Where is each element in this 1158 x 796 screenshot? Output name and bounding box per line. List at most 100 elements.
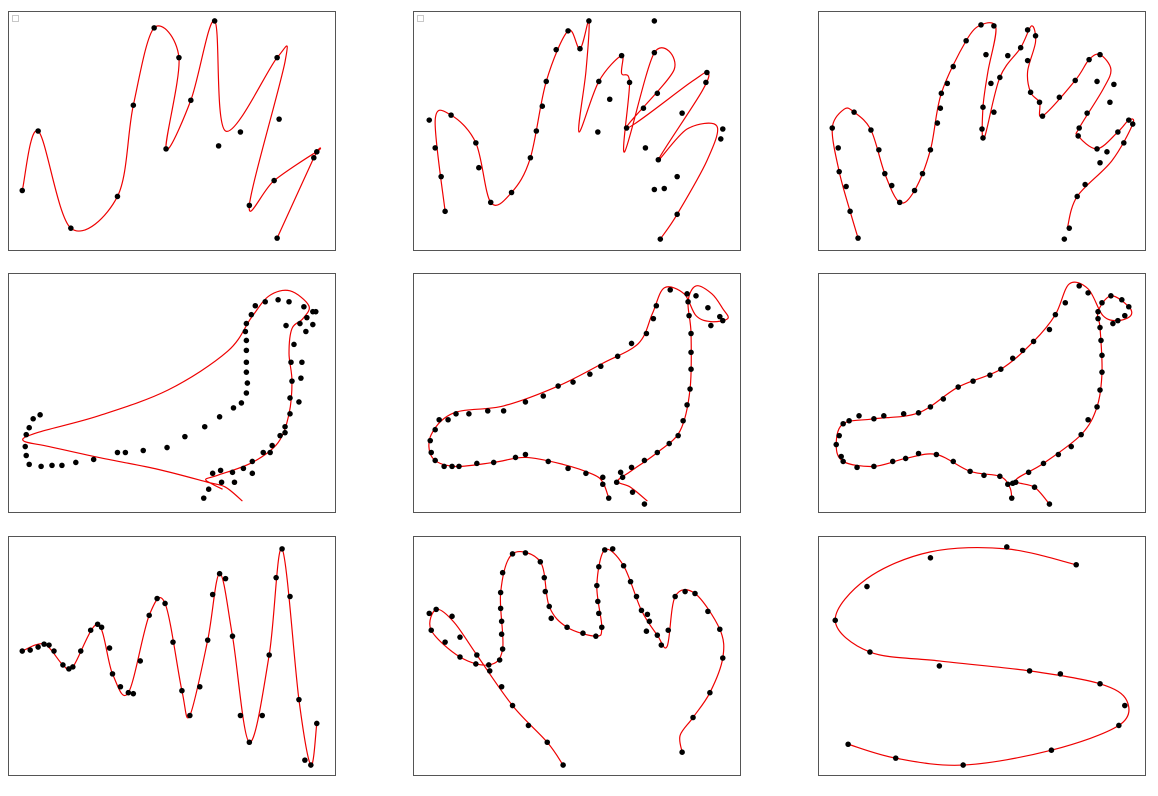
data-point-50 [240,465,247,472]
data-point-21 [717,313,723,320]
data-point-53 [522,451,529,458]
data-point-10 [211,18,218,24]
data-point-30 [704,69,710,76]
data-point-4 [23,431,30,438]
data-point-40 [1072,77,1078,84]
data-point-19 [595,129,601,135]
data-point-46 [846,417,852,424]
data-point-50 [474,460,480,467]
data-point-57 [600,474,606,481]
data-point-16 [577,45,583,52]
data-point-56 [218,479,225,486]
data-point-37 [304,314,310,321]
data-point-37 [657,236,664,242]
panel-1-hand-sparse [8,11,336,251]
data-point-26 [980,104,986,110]
data-point-5 [46,642,52,648]
data-point-53 [1121,140,1127,146]
data-point-29 [546,603,553,610]
data-point-31 [1046,326,1053,333]
data-point-23 [1125,303,1132,310]
data-point-46 [1084,110,1090,116]
data-point-23 [708,322,714,329]
data-point-57 [679,749,685,755]
data-point-65 [310,321,316,328]
data-point-12 [896,199,903,206]
data-point-40 [302,757,308,763]
data-point-2 [847,208,853,215]
data-point-16 [1098,337,1104,344]
data-point-29 [679,110,685,116]
data-point-48 [836,432,842,439]
data-point-56 [690,714,696,721]
data-point-4 [509,702,516,709]
data-point-36 [522,399,529,405]
data-point-10 [77,648,84,654]
plot-area [19,18,322,241]
data-point-61 [997,473,1003,480]
data-point-12 [94,621,101,628]
fit-curve [428,285,729,502]
data-point-22 [626,79,633,86]
data-point-53 [209,470,216,477]
data-point-29 [243,320,250,327]
data-point-15 [927,147,934,153]
data-point-4 [41,641,47,647]
data-point-46 [654,632,661,638]
data-point-39 [466,411,472,417]
data-point-64 [303,328,309,335]
data-point-41 [1086,56,1092,63]
panel-6-bird-good-fit [818,273,1146,513]
data-point-41 [620,562,627,569]
data-point-25 [1115,317,1121,324]
data-point-27 [1085,290,1091,296]
data-point-8 [1057,671,1064,677]
data-point-48 [1075,133,1081,139]
data-point-11 [888,182,895,189]
data-point-3 [843,183,849,190]
data-point-7 [1040,460,1047,467]
data-point-13 [274,54,280,61]
data-point-22 [978,22,984,28]
data-point-19 [498,631,505,637]
data-point-38 [297,320,303,327]
data-point-41 [288,359,294,366]
data-point-45 [646,618,653,625]
panel-7-oscillation [8,536,336,776]
data-point-13 [1097,387,1103,393]
data-point-16 [164,444,170,451]
data-point-14 [553,46,559,53]
data-point-6 [628,464,635,471]
data-point-66 [313,308,319,315]
data-point-27 [243,337,250,344]
data-point-52 [1125,117,1132,123]
data-point-9 [508,189,515,196]
data-point-41 [445,416,451,423]
data-point-11 [680,417,686,424]
data-point-4 [114,193,121,200]
data-point-17 [686,312,692,319]
data-point-9 [49,462,55,469]
data-point-54 [719,655,726,661]
data-point-56 [915,450,922,457]
data-point-19 [944,80,951,87]
data-point-8 [457,634,463,640]
data-point-30 [614,353,621,360]
data-point-38 [484,408,491,414]
data-point-54 [545,458,552,465]
data-point-3 [438,173,444,180]
data-point-44 [287,411,293,417]
data-point-10 [527,154,534,161]
data-point-2 [27,647,33,653]
data-point-47 [840,420,846,427]
data-point-58 [249,470,256,477]
data-point-7 [641,457,648,464]
data-point-10 [1122,702,1128,709]
data-point-34 [259,712,266,719]
data-point-7 [60,662,66,668]
data-point-7 [474,652,480,658]
data-point-16 [1073,561,1079,568]
data-point-10 [59,462,65,469]
fit-curve [434,20,719,240]
data-point-51 [840,458,846,465]
